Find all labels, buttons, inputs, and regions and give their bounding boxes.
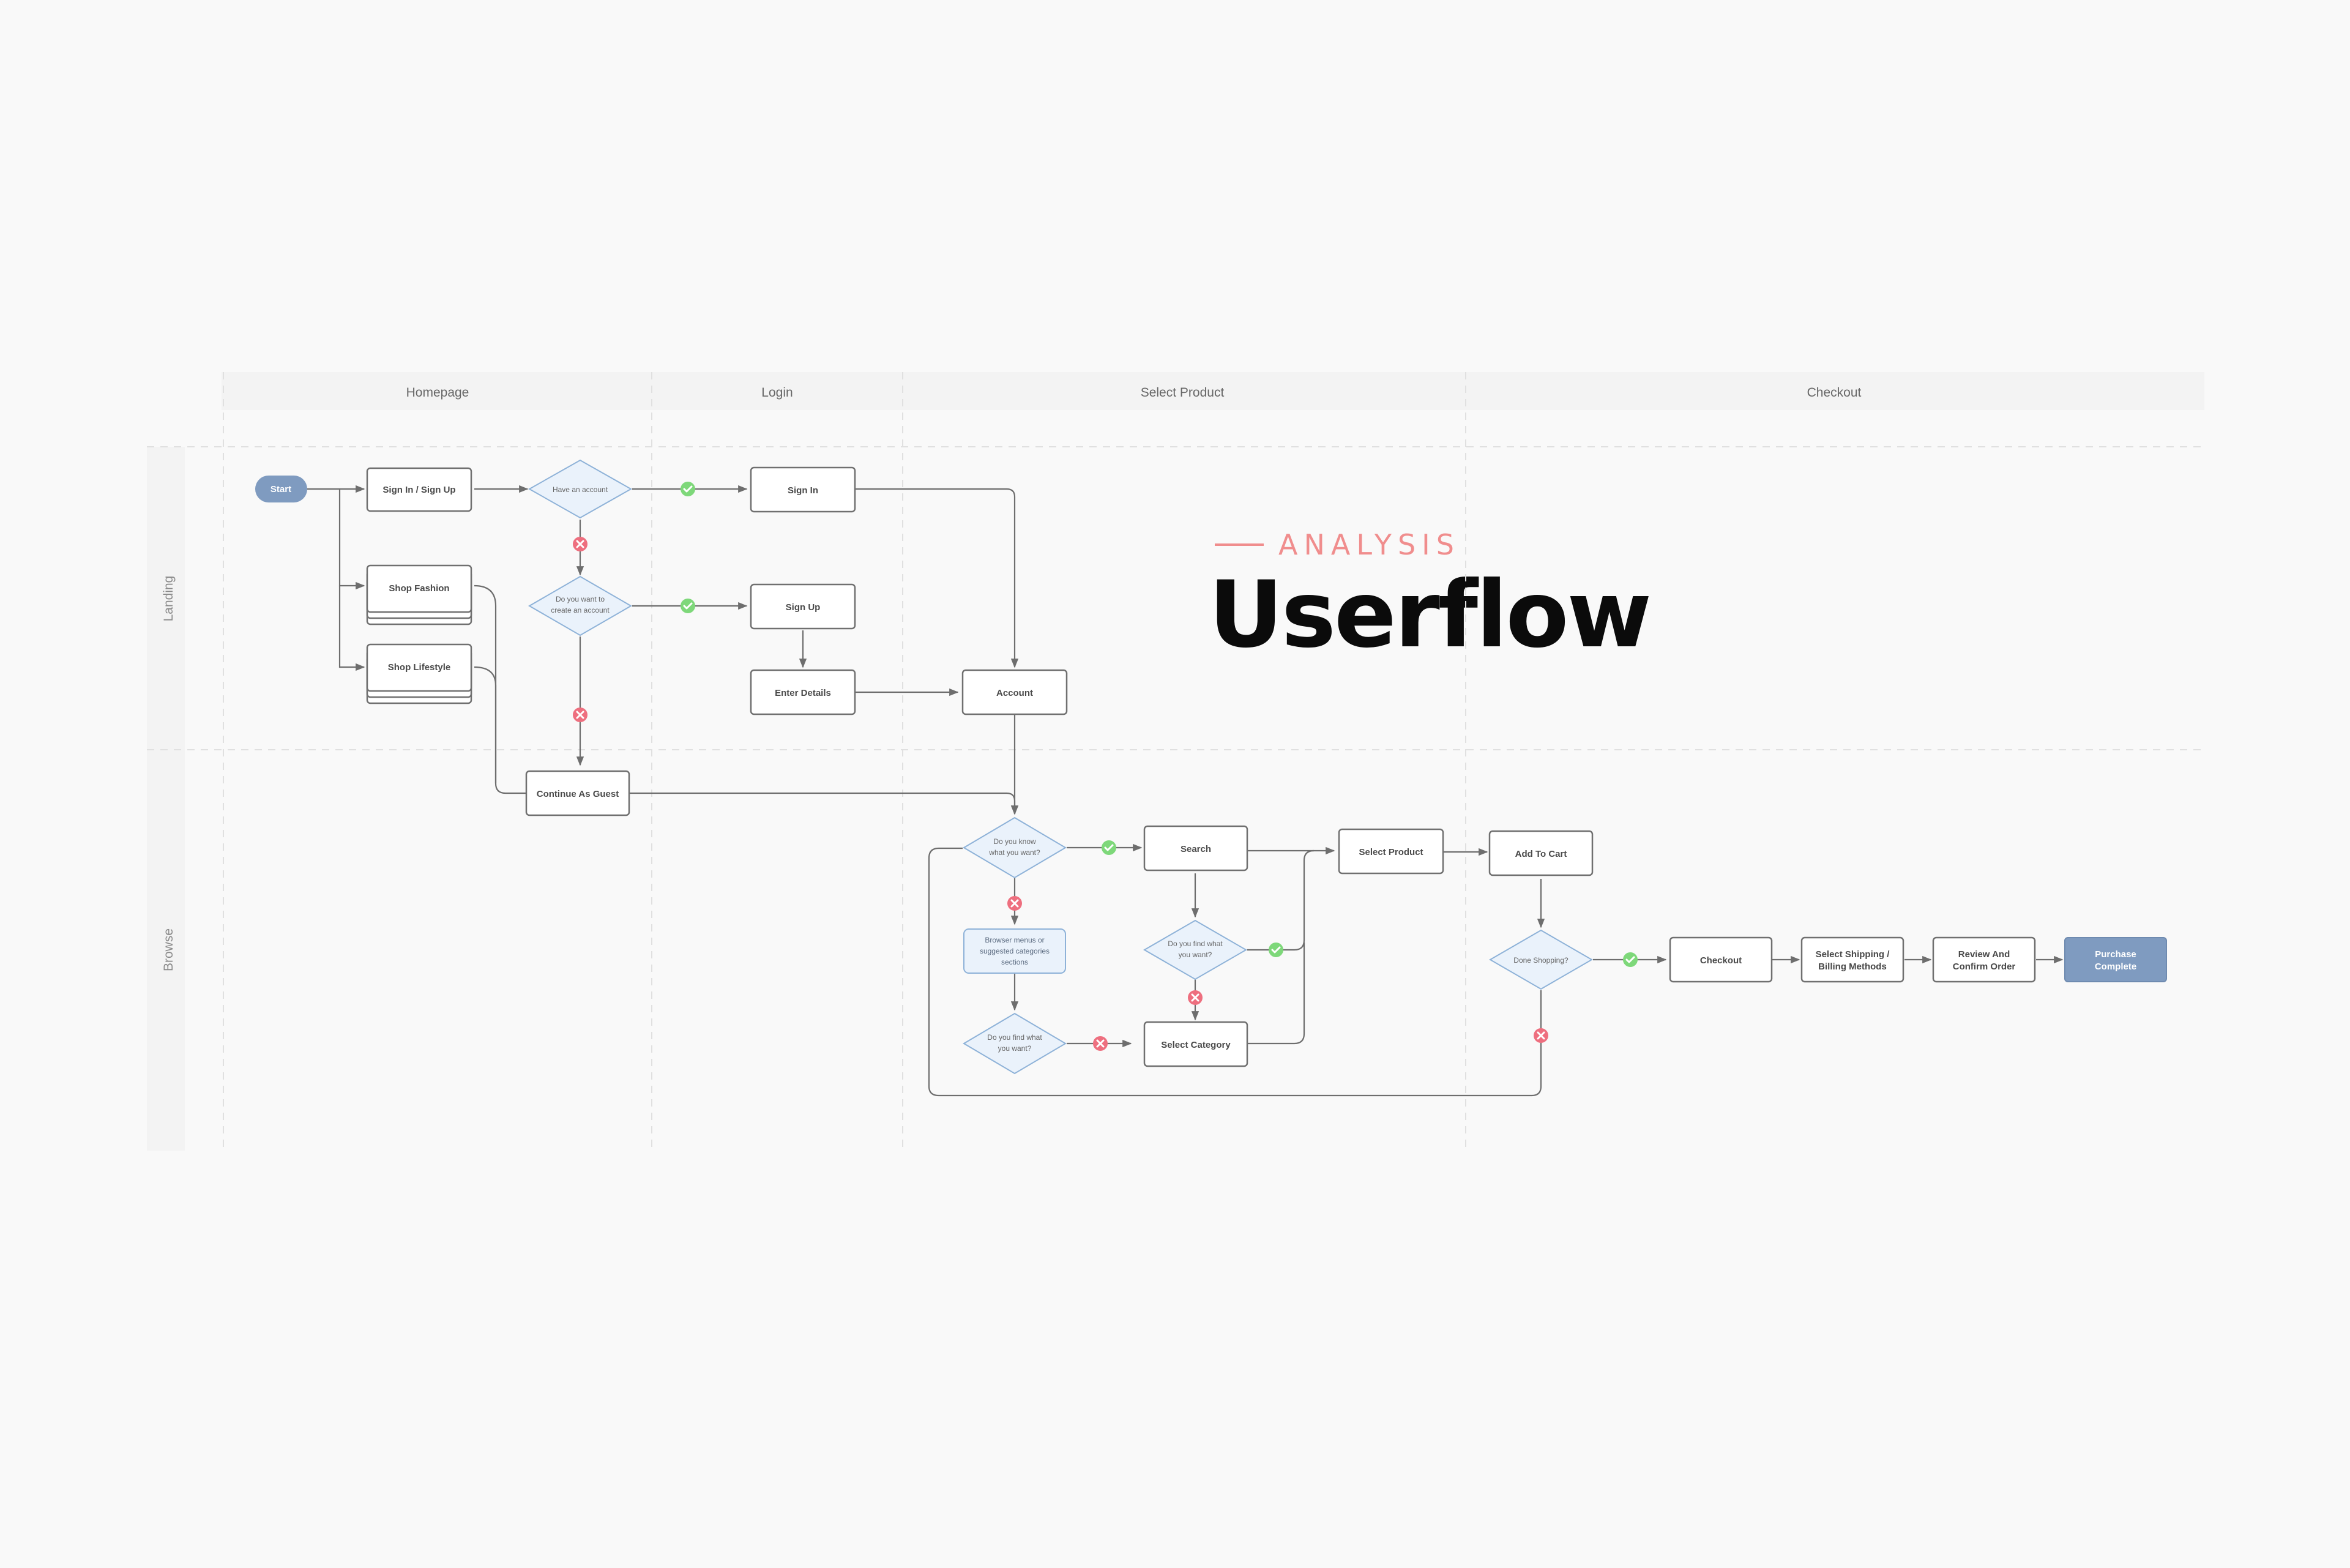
yes-check-icon (1267, 941, 1285, 958)
find-want-b-label-line1: Do you find what (1168, 939, 1223, 948)
find-want-a-label-line2: you want? (998, 1044, 1032, 1053)
checkout-label: Checkout (1700, 955, 1742, 966)
shop-lifestyle-label: Shop Lifestyle (388, 662, 451, 673)
have-account-label: Have an account (553, 485, 608, 494)
shop-lifestyle-node[interactable]: Shop Lifestyle (366, 643, 472, 704)
know-want-label-line1: Do you know (993, 837, 1036, 846)
start-node[interactable]: Start (255, 476, 307, 502)
shipping-label-line1: Select Shipping / (1816, 949, 1890, 960)
browse-menus-node[interactable]: Browser menus or suggested categories se… (963, 928, 1066, 974)
yes-check-icon (679, 480, 696, 498)
column-header-select-product: Select Product (1141, 386, 1225, 400)
purchase-label-line2: Complete (2095, 961, 2136, 972)
lane-side-band (147, 447, 185, 1151)
want-create-label-line1: Do you want to (556, 595, 605, 603)
column-header-homepage: Homepage (406, 386, 469, 400)
browse-menus-label-line2: suggested categories (980, 947, 1050, 955)
shipping-label-line2: Billing Methods (1818, 961, 1887, 972)
row-header-landing: Landing (162, 576, 176, 622)
continue-as-guest-label: Continue As Guest (537, 789, 619, 799)
select-product-label: Select Product (1359, 847, 1423, 857)
select-category-label: Select Category (1161, 1040, 1231, 1050)
know-want-label-line2: what you want? (988, 848, 1040, 857)
yes-check-icon (679, 597, 696, 614)
yes-check-icon (1622, 951, 1639, 968)
column-header-login: Login (761, 386, 793, 400)
purchase-complete-node[interactable]: Purchase Complete (2064, 937, 2167, 982)
browse-menus-label-line1: Browser menus or (985, 936, 1044, 944)
want-create-account-decision[interactable]: Do you want to create an account (528, 575, 632, 637)
start-label: Start (270, 484, 291, 495)
review-confirm-order-node[interactable]: Review And Confirm Order (1932, 936, 2036, 983)
analysis-eyebrow: ANALYSIS (1215, 526, 1460, 563)
search-node[interactable]: Search (1143, 825, 1248, 872)
sign-up-label: Sign Up (786, 602, 821, 613)
lane-header-band (222, 372, 2204, 410)
account-node[interactable]: Account (961, 669, 1068, 715)
find-what-you-want-decision-a[interactable]: Do you find what you want? (963, 1012, 1067, 1075)
select-category-node[interactable]: Select Category (1143, 1021, 1248, 1067)
flow-edges (307, 485, 2064, 1097)
select-shipping-billing-node[interactable]: Select Shipping / Billing Methods (1800, 936, 1904, 983)
browse-menus-label-line3: sections (1001, 958, 1028, 966)
no-x-icon (1187, 989, 1204, 1006)
review-label-line2: Confirm Order (1953, 961, 2016, 972)
sign-in-sign-up-node[interactable]: Sign In / Sign Up (366, 467, 472, 512)
sign-in-label: Sign In (788, 485, 818, 496)
checkout-node[interactable]: Checkout (1669, 936, 1773, 983)
purchase-label-line1: Purchase (2095, 949, 2136, 960)
review-label-line1: Review And (1958, 949, 2010, 960)
eyebrow-line (1215, 543, 1264, 546)
enter-details-label: Enter Details (775, 688, 831, 698)
sign-in-node[interactable]: Sign In (750, 466, 856, 513)
no-x-icon (572, 536, 589, 553)
done-shopping-label: Done Shopping? (1513, 956, 1569, 965)
select-product-node[interactable]: Select Product (1338, 828, 1444, 875)
no-x-icon (1006, 895, 1023, 912)
search-label: Search (1181, 844, 1211, 854)
find-want-b-label-line2: you want? (1179, 950, 1212, 959)
column-header-checkout: Checkout (1807, 386, 1862, 400)
add-to-cart-node[interactable]: Add To Cart (1488, 830, 1594, 876)
no-x-icon (572, 706, 589, 723)
find-want-a-label-line1: Do you find what (987, 1033, 1042, 1042)
add-to-cart-label: Add To Cart (1515, 849, 1567, 859)
no-x-icon (1532, 1027, 1550, 1044)
lane-grid (147, 372, 2204, 1151)
row-header-browse: Browse (162, 928, 176, 971)
shop-fashion-label: Shop Fashion (389, 583, 449, 594)
sign-in-sign-up-label: Sign In / Sign Up (382, 485, 455, 495)
no-x-icon (1092, 1035, 1109, 1052)
yes-check-icon (1100, 839, 1117, 856)
know-what-you-want-decision[interactable]: Do you know what you want? (963, 816, 1067, 879)
eyebrow-text: ANALYSIS (1278, 528, 1460, 561)
account-label: Account (996, 688, 1033, 698)
continue-as-guest-node[interactable]: Continue As Guest (525, 770, 630, 816)
have-account-decision[interactable]: Have an account (528, 459, 633, 519)
page-title: Userflow (1209, 562, 1652, 668)
shop-fashion-node[interactable]: Shop Fashion (366, 564, 472, 625)
find-what-you-want-decision-b[interactable]: Do you find what you want? (1143, 919, 1247, 980)
done-shopping-decision[interactable]: Done Shopping? (1489, 929, 1593, 990)
enter-details-node[interactable]: Enter Details (750, 669, 856, 715)
want-create-label-line2: create an account (551, 606, 610, 614)
sign-up-node[interactable]: Sign Up (750, 583, 856, 630)
